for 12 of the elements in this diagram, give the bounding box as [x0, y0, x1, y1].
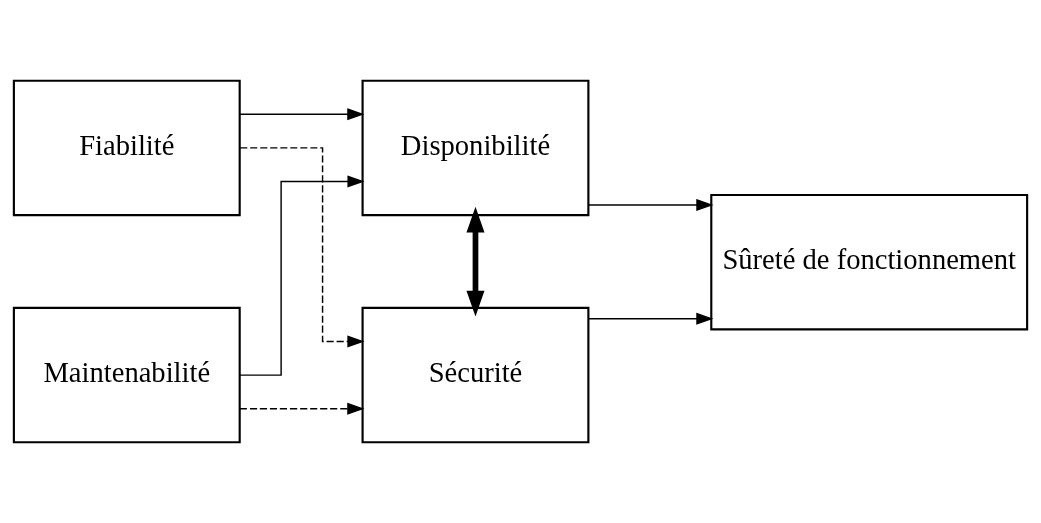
node-box: Maintenabilité [12, 306, 241, 444]
arrow [588, 199, 714, 212]
arrow [466, 206, 485, 317]
arrow [588, 312, 714, 325]
arrow [239, 147, 365, 348]
node-box: Disponibilité [361, 79, 590, 217]
node-box: Fiabilité [12, 79, 241, 217]
node-box: Sécurité [361, 306, 590, 444]
arrow [239, 108, 365, 121]
arrow [239, 402, 365, 415]
arrow [239, 175, 365, 376]
node-box: Sûreté de fonctionnement [710, 194, 1029, 331]
